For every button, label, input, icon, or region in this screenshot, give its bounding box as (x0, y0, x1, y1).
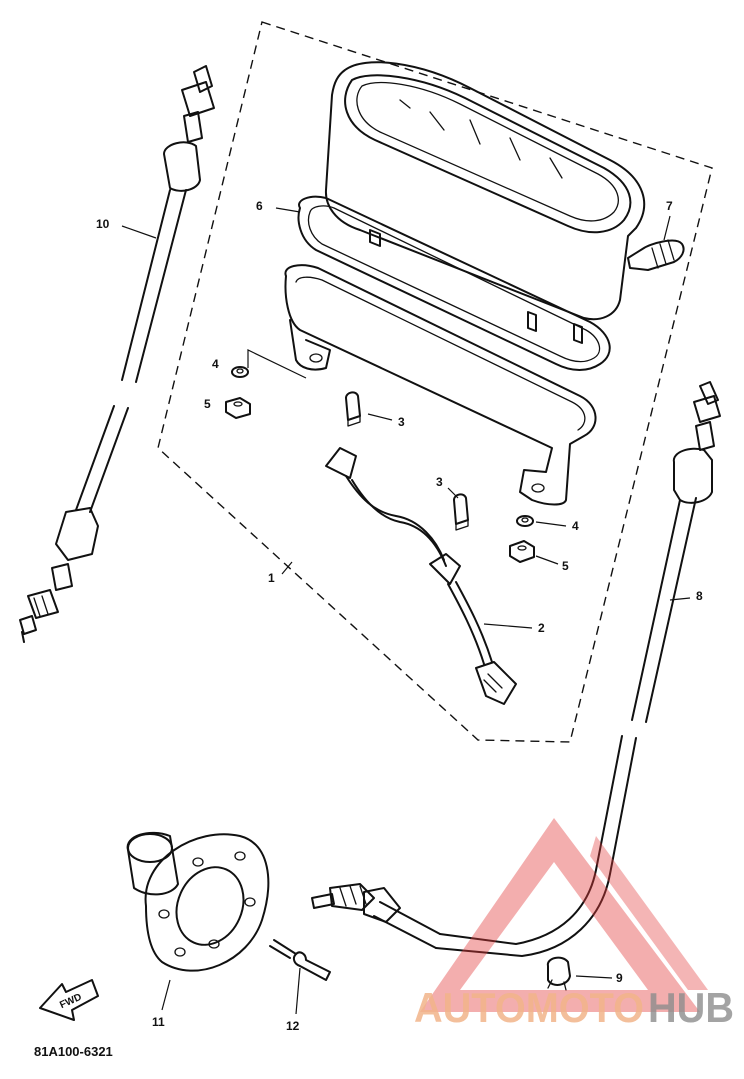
diagram-part-number: 81A100-6321 (34, 1044, 113, 1059)
meter-gasket (297, 195, 611, 371)
washer-right (516, 515, 534, 527)
callout-10: 10 (96, 217, 110, 231)
callout-7: 7 (666, 199, 673, 213)
callout-5-left: 5 (204, 397, 211, 411)
fwd-label: FWD (58, 992, 83, 1011)
speedo-cable (311, 381, 721, 957)
bulb-upper (345, 391, 361, 427)
callout-12: 12 (286, 1019, 300, 1033)
assembly-boundary (157, 21, 713, 743)
callout-4-left: 4 (212, 357, 219, 371)
nut-right (509, 540, 535, 563)
drive-gear (126, 831, 270, 972)
callout-9: 9 (616, 971, 623, 985)
callout-8: 8 (696, 589, 703, 603)
washer-left-leader (247, 349, 307, 379)
watermark-logo (420, 818, 708, 1012)
callout-11: 11 (152, 1015, 165, 1029)
drive-pin (269, 939, 331, 981)
washer-left (231, 366, 249, 378)
watermark-text: AUTOMOTO HUB (414, 984, 734, 1031)
leader-lines (121, 207, 691, 1015)
callout-6: 6 (256, 199, 263, 213)
meter-housing (324, 61, 646, 344)
meter-bracket (284, 264, 597, 506)
fwd-arrow-icon: FWD (39, 979, 99, 1021)
watermark-word-automoto: AUTOMOTO (414, 984, 644, 1031)
callout-1: 1 (268, 571, 275, 585)
trip-knob (627, 239, 685, 271)
callout-5-right: 5 (562, 559, 569, 573)
socket-cord (325, 447, 517, 705)
callout-2: 2 (538, 621, 545, 635)
nut-left (225, 397, 251, 419)
bulb-lower (453, 493, 469, 531)
callout-labels: 1 2 3 3 4 4 5 5 6 7 8 9 10 11 12 (96, 199, 703, 1033)
watermark-triangle-icon (420, 818, 700, 1012)
callout-4-right: 4 (572, 519, 579, 533)
tacho-cable (19, 65, 215, 643)
callout-3-lower: 3 (436, 475, 443, 489)
cable-clip (546, 956, 571, 991)
callout-3-upper: 3 (398, 415, 405, 429)
watermark-word-hub: HUB (648, 984, 734, 1031)
